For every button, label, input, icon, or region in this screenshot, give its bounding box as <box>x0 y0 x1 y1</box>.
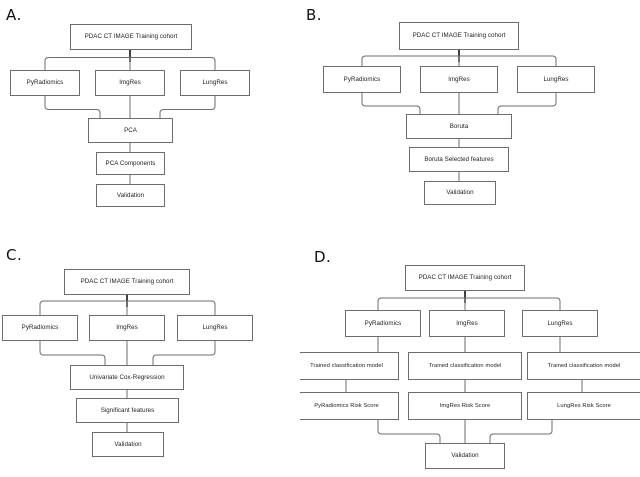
node-cohort: PDAC CT IMAGE Training cohort <box>399 22 519 50</box>
node-feature-pyradiomics: PyRadiomics <box>2 315 78 341</box>
node-feature-lungres: LungRes <box>517 66 595 93</box>
node-validation: Validation <box>92 432 164 457</box>
panel-d-label: D. <box>314 248 332 266</box>
node-feature-imgres: ImgRes <box>89 315 165 341</box>
node-cohort: PDAC CT IMAGE Training cohort <box>70 24 192 50</box>
node-validation: Validation <box>425 443 505 469</box>
node-cohort: PDAC CT IMAGE Training cohort <box>405 265 525 291</box>
node-feature-pyradiomics: PyRadiomics <box>345 310 421 337</box>
panel-c-label: C. <box>6 246 23 264</box>
node-feature-lungres: LungRes <box>180 70 250 96</box>
node-cohort: PDAC CT IMAGE Training cohort <box>64 269 190 295</box>
node-feature-imgres: ImgRes <box>429 310 505 337</box>
node-method-cox-regression: Univariate Cox-Regression <box>70 365 184 390</box>
node-output-boruta-features: Boruta Selected features <box>409 147 509 172</box>
node-model-lungres: Trained classification model <box>527 352 640 380</box>
node-feature-imgres: ImgRes <box>420 66 498 93</box>
panel-a: A. PDAC CT IMAGE Training cohort PyRadio… <box>0 0 300 240</box>
node-output-significant-features: Significant features <box>76 398 179 423</box>
node-feature-lungres: LungRes <box>177 315 253 341</box>
node-validation: Validation <box>424 181 496 205</box>
node-output-pca-components: PCA Components <box>96 152 165 175</box>
node-model-imgres: Trained classification model <box>408 352 522 380</box>
node-validation: Validation <box>96 184 165 207</box>
node-feature-pyradiomics: PyRadiomics <box>323 66 401 93</box>
node-method-boruta: Boruta <box>406 114 512 139</box>
node-model-pyradiomics: Trained classification model <box>300 352 399 380</box>
node-feature-lungres: LungRes <box>522 310 598 337</box>
node-score-pyradiomics: PyRadiomics Risk Score <box>300 392 399 420</box>
panel-b: B. PDAC CT IMAGE Training cohort PyRadio… <box>300 0 640 240</box>
node-score-imgres: ImgRes Risk Score <box>408 392 522 420</box>
panel-d: D. PDAC CT IMAGE Training cohort PyRadio… <box>300 240 640 477</box>
node-method-pca: PCA <box>88 118 173 143</box>
panel-c: C. PDAC CT IMAGE Training cohort PyRadio… <box>0 240 300 477</box>
node-feature-imgres: ImgRes <box>95 70 165 96</box>
node-score-lungres: LungRes Risk Score <box>527 392 640 420</box>
node-feature-pyradiomics: PyRadiomics <box>10 70 80 96</box>
panel-a-label: A. <box>6 6 22 24</box>
panel-b-label: B. <box>306 6 323 24</box>
